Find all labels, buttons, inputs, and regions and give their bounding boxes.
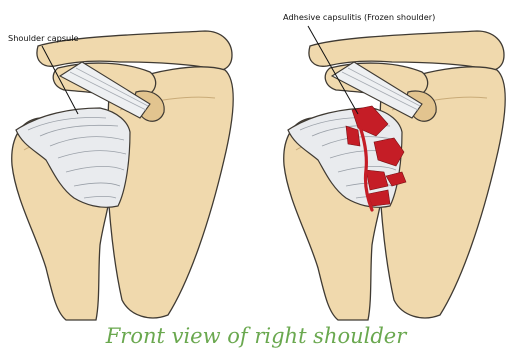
normal-shoulder-illustration bbox=[12, 31, 233, 320]
shoulder-capsule-label: Shoulder capsule bbox=[8, 33, 79, 43]
adhesive-capsulitis-label: Adhesive capsulitis (Frozen shoulder) bbox=[283, 12, 435, 22]
frozen-shoulder-illustration bbox=[284, 31, 505, 320]
figure-caption: Front view of right shoulder bbox=[105, 324, 409, 348]
